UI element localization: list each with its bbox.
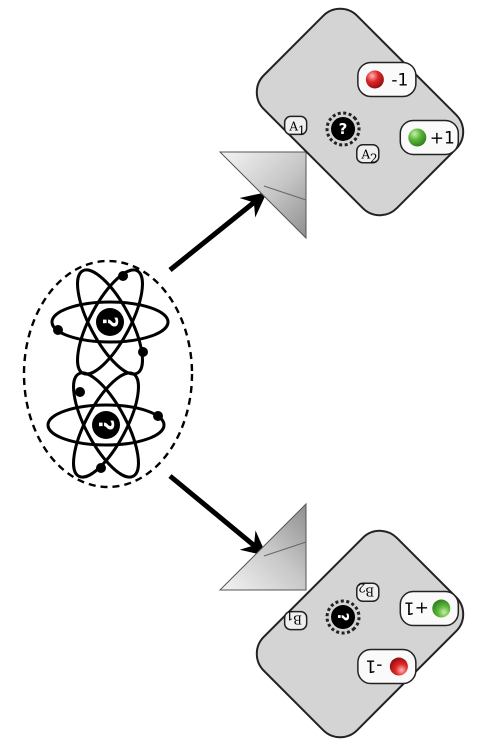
detector-a-funnel [218,151,307,240]
detector-a-plus-one-indicator: +1 [399,119,460,156]
source-dashed-boundary [22,259,194,489]
upper-atom-icon: ? [50,268,170,376]
svg-text:A: A [288,119,298,133]
arrow-to-detector-b [168,474,267,556]
particle-source: ? ? [22,259,194,489]
detector-a-setting-1-key[interactable]: A 1 [283,115,308,137]
detector-b-minus-one-indicator: -1 [357,648,417,685]
arrow-to-detector-a [168,192,267,272]
detector-a-minus-one-indicator: -1 [357,61,417,98]
detector-b: ? B 1 B 2 +1 [218,502,465,739]
svg-text:A: A [360,148,370,162]
detector-a-setting-1-letter: A [288,119,298,133]
upper-particle-symbol: ? [98,316,122,328]
detector-b-setting-1-letter: B [293,613,302,627]
detector-b-funnel [218,502,307,591]
detector-a-hidden-setting: ? [339,120,348,138]
detector-b-red-light-icon [389,657,408,676]
svg-text:B: B [293,613,302,627]
detector-a-setting-2-letter: A [360,148,370,162]
detector-a-setting-2-sub: 2 [370,152,378,166]
detector-b-setting-2-letter: B [365,584,374,598]
detector-b-minus-one-label: -1 [365,656,382,676]
detector-b-setting-2-sub: 2 [358,580,366,594]
svg-text:B: B [365,584,374,598]
detector-b-plus-one-indicator: +1 [399,590,460,627]
detector-b-hidden-setting: ? [334,613,352,622]
detector-b-setting-2-key[interactable]: B 2 [356,580,380,603]
detector-a-green-light-icon [408,128,427,147]
detector-b-setting-1-sub: 1 [286,609,294,623]
detector-a-setting-2-key[interactable]: A 2 [356,143,380,166]
detector-b-setting-dial-icon: ? [325,599,361,635]
lower-particle-symbol: ? [94,419,118,431]
detector-a-minus-one-label: -1 [391,70,408,90]
detector-b-green-light-icon [432,599,451,618]
detector-a: ? A 1 A 2 +1 [218,7,465,240]
detector-a-red-light-icon [365,70,384,89]
lower-atom-icon: ? [46,371,166,479]
detector-a-plus-one-label: +1 [430,128,455,148]
detector-b-plus-one-label: +1 [404,598,429,618]
detector-b-setting-1-key[interactable]: B 1 [283,609,308,631]
detector-a-setting-dial-icon: ? [325,111,361,147]
detector-a-setting-1-sub: 1 [298,123,306,137]
